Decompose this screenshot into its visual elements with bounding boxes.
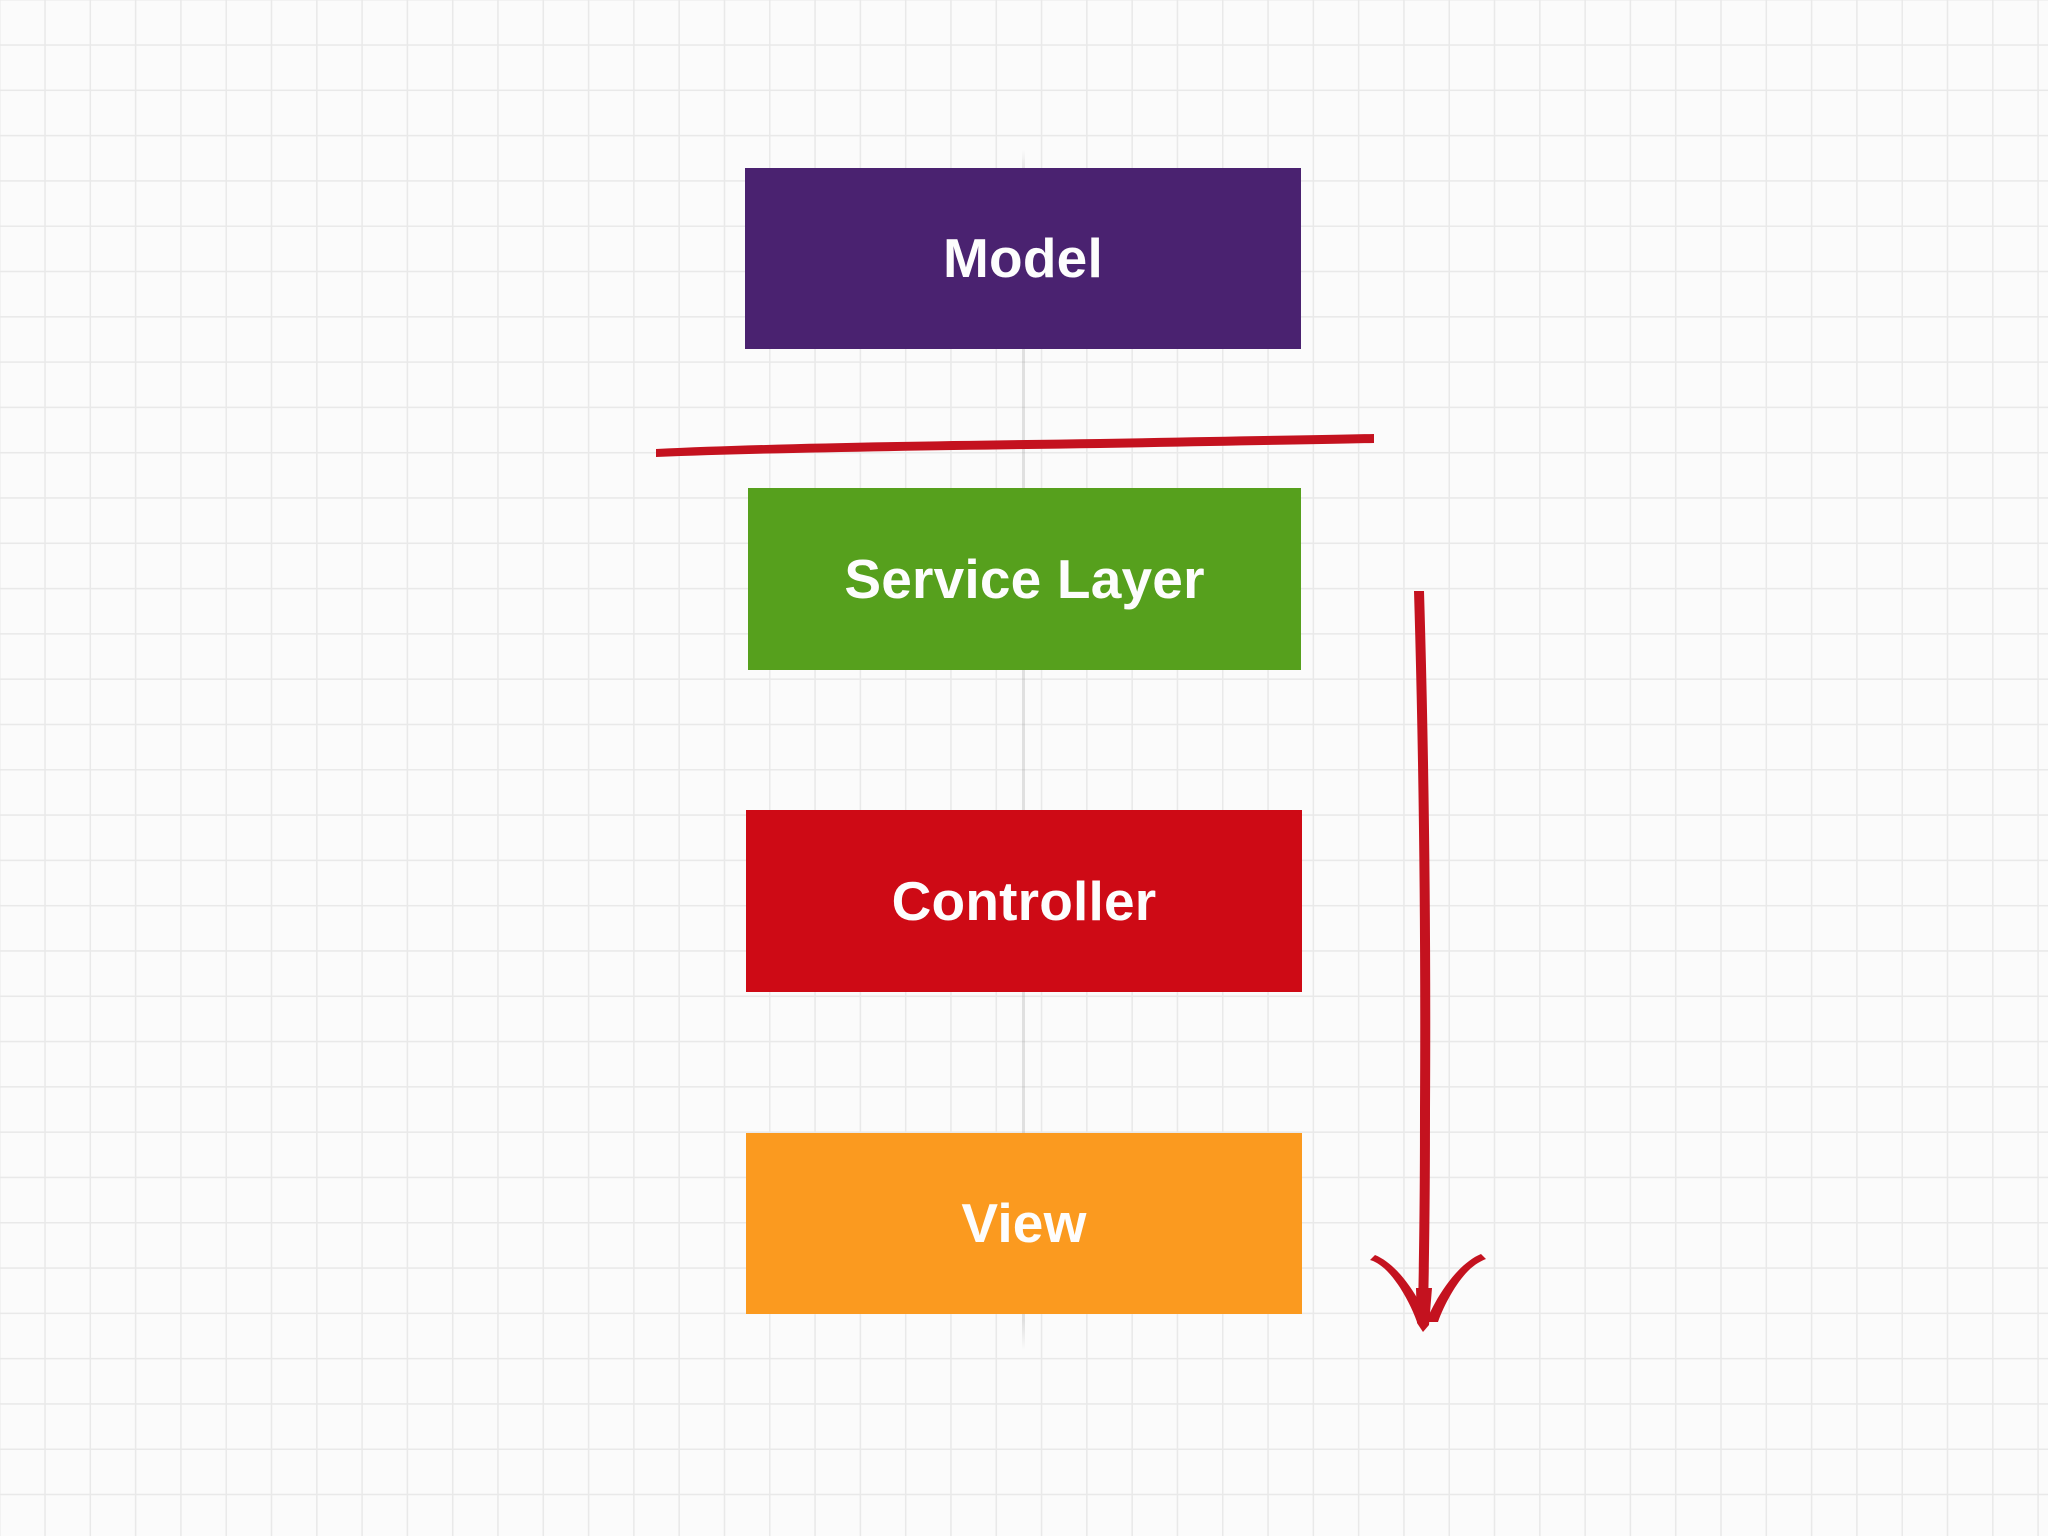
node-model-label: Model: [943, 227, 1103, 289]
node-model[interactable]: Model: [745, 168, 1301, 349]
node-view[interactable]: View: [746, 1133, 1302, 1314]
node-view-label: View: [961, 1192, 1087, 1254]
node-service-layer[interactable]: Service Layer: [748, 488, 1301, 670]
center-spine-guide: [1022, 0, 1025, 1536]
node-service-layer-label: Service Layer: [844, 547, 1205, 610]
node-controller-label: Controller: [891, 869, 1157, 932]
node-controller[interactable]: Controller: [746, 810, 1302, 992]
